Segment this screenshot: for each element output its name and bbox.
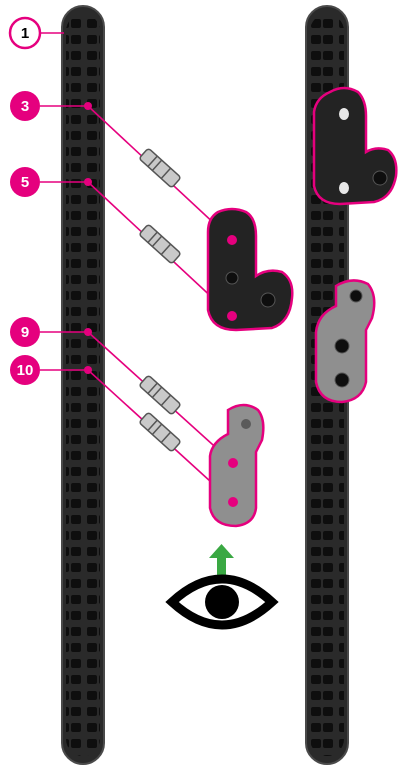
callout-9-label: 9 <box>21 324 29 341</box>
pin-row-3 <box>139 148 181 188</box>
callout-10: 10 <box>10 355 40 385</box>
eye-icon <box>165 574 279 630</box>
shaft-pins <box>139 148 181 452</box>
beam-hole-3-marker <box>84 102 92 110</box>
assembled-gray-bracket <box>314 279 376 404</box>
callout-5-label: 5 <box>21 174 29 191</box>
callout-3: 3 <box>10 91 40 121</box>
assembled-dark-bracket <box>312 86 398 206</box>
beam-hole-10-marker <box>84 366 92 374</box>
callout-1: 1 <box>8 16 42 50</box>
callout-3-label: 3 <box>21 98 29 115</box>
pin-row-10 <box>139 412 181 452</box>
left-beam <box>61 5 105 765</box>
dark-l-bracket <box>206 207 294 332</box>
callout-10-label: 10 <box>17 362 34 379</box>
callout-9: 9 <box>10 317 40 347</box>
gray-angle-bracket <box>208 403 265 528</box>
callout-5: 5 <box>10 167 40 197</box>
beam-hole-9-marker <box>84 328 92 336</box>
beam-hole-5-marker <box>84 178 92 186</box>
pin-row-9 <box>139 375 181 415</box>
green-up-arrow-icon <box>209 544 234 578</box>
callout-1-label: 1 <box>21 25 29 42</box>
pin-row-5 <box>139 224 181 264</box>
